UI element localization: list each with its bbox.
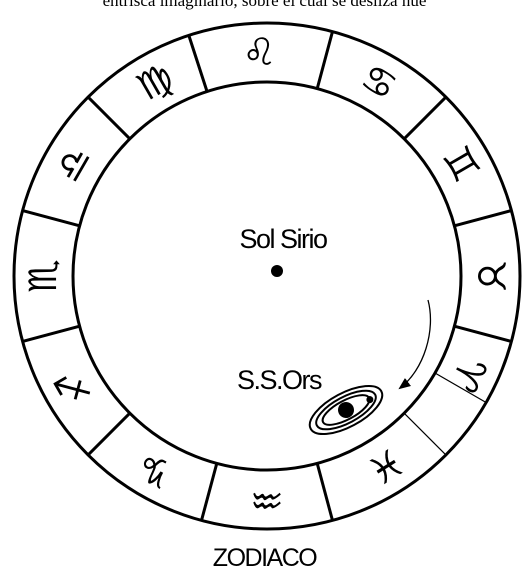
sign-sagittarius-icon: ♐: [45, 362, 100, 414]
sector-divider: [23, 326, 80, 341]
sector-divider: [317, 463, 332, 520]
sector-divider: [404, 413, 446, 455]
sign-virgo-icon: ♍: [129, 54, 181, 109]
sector-divider: [189, 35, 207, 91]
sector-dividers: [23, 32, 512, 521]
sign-aries-icon: ♈: [441, 349, 495, 399]
sign-scorpio-icon: ♏: [21, 259, 65, 293]
motion-arrow: [400, 300, 430, 388]
sector-divider: [23, 211, 80, 226]
sign-capricorn-icon: ♑: [129, 442, 181, 497]
sign-libra-icon: ♎: [45, 138, 100, 190]
zodiac-title: ZODIACO: [0, 544, 529, 573]
sector-divider: [317, 32, 332, 89]
system-label: S.S.Ors: [237, 365, 322, 395]
sign-taurus-icon: ♉: [469, 259, 513, 293]
sector-divider: [454, 211, 511, 226]
sign-leo-icon: ♌: [241, 30, 277, 75]
sign-gemini-icon: ♊: [433, 138, 488, 190]
sector-divider: [404, 97, 446, 139]
sector-divider: [454, 326, 511, 341]
sector-divider: [88, 97, 130, 139]
central-sun-dot: [271, 265, 283, 277]
sign-aquarius-icon: ♒: [250, 478, 284, 522]
center-label: Sol Sirio: [239, 224, 327, 254]
sign-pisces-icon: ♓: [360, 438, 412, 493]
sign-cancer-icon: ♋: [353, 54, 405, 109]
inner-ring: [73, 82, 461, 470]
zodiac-diagram: ♌ ♋ ♊ ♉ ♈ ♓ ♒ ♑ ♐ ♏ ♎ ♍ Sol Sirio S.S.Ors: [0, 0, 529, 540]
sector-divider: [88, 413, 130, 455]
sector-divider: [202, 463, 217, 520]
